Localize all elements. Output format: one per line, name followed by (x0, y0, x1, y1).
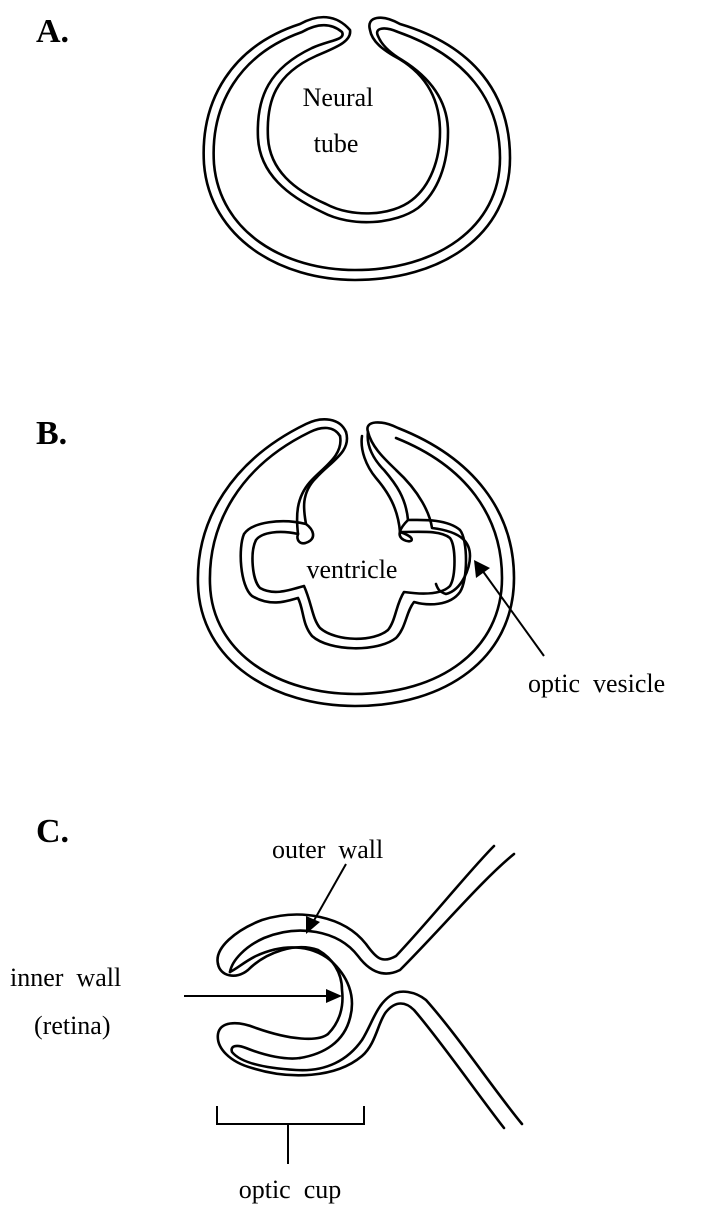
ventricle-inner-contour (253, 436, 455, 639)
panel-b: B. ventricle optic vesicle (36, 415, 665, 706)
ventricle-outer-contour (241, 432, 466, 648)
panel-a-letter: A. (36, 13, 69, 50)
inner-wall-label-line2: (retina) (34, 1011, 111, 1040)
optic-cup-bracket (217, 1106, 364, 1164)
vesicle-tip-left (297, 524, 313, 543)
panel-c: C. outer wall inner wall (retina) (10, 813, 522, 1204)
ventricle-wall (241, 432, 466, 648)
inner-wall-arrow (184, 989, 342, 1003)
panel-b-letter: B. (36, 415, 67, 452)
optic-cup-inner-c (230, 947, 352, 1058)
inner-wall-label-line1: inner wall (10, 963, 121, 992)
ventricle-label: ventricle (307, 555, 398, 584)
optic-vesicle-label: optic vesicle (528, 669, 665, 698)
neural-tube-label-line2: tube (314, 129, 359, 158)
optic-cup-lower-inner (232, 992, 522, 1124)
panel-a: A. Neural tube (36, 13, 510, 280)
optic-cup-label: optic cup (239, 1175, 342, 1204)
optic-cup (218, 846, 522, 1128)
neural-tube-label-line1: Neural (303, 83, 374, 112)
panel-c-letter: C. (36, 813, 69, 850)
optic-vesicle-arrow (474, 560, 544, 656)
outer-wall-label: outer wall (272, 835, 383, 864)
